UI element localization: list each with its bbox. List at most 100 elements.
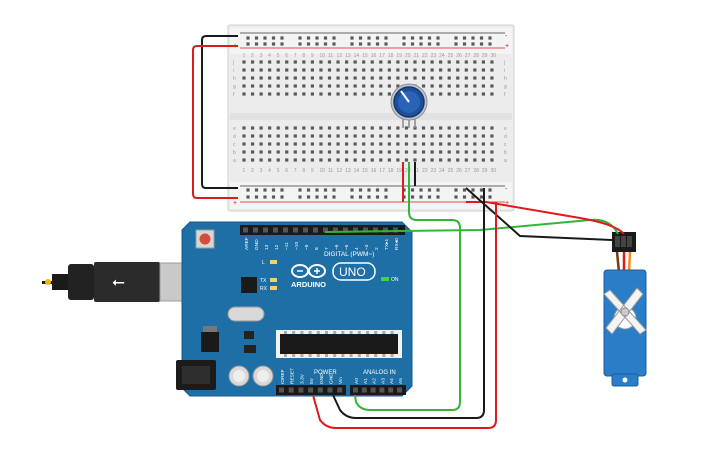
breadboard-hole[interactable] bbox=[439, 150, 443, 154]
breadboard-hole[interactable] bbox=[276, 142, 280, 146]
breadboard-hole[interactable] bbox=[404, 158, 409, 162]
breadboard-hole[interactable] bbox=[430, 84, 434, 88]
breadboard-hole[interactable] bbox=[250, 150, 255, 154]
breadboard-hole[interactable] bbox=[353, 92, 357, 96]
breadboard-hole[interactable] bbox=[464, 134, 468, 138]
breadboard-hole[interactable] bbox=[370, 76, 374, 80]
breadboard-hole[interactable] bbox=[268, 150, 272, 154]
rail-hole[interactable] bbox=[454, 195, 458, 199]
breadboard-hole[interactable] bbox=[447, 84, 451, 88]
breadboard-hole[interactable] bbox=[439, 158, 443, 162]
breadboard-hole[interactable] bbox=[336, 150, 340, 154]
rail-hole[interactable] bbox=[471, 188, 475, 192]
rail-hole[interactable] bbox=[332, 42, 336, 46]
breadboard-hole[interactable] bbox=[421, 68, 426, 72]
rail-hole[interactable] bbox=[436, 188, 440, 192]
breadboard-hole[interactable] bbox=[464, 60, 468, 64]
breadboard-hole[interactable] bbox=[362, 68, 366, 72]
breadboard-hole[interactable] bbox=[285, 68, 289, 72]
breadboard-hole[interactable] bbox=[345, 150, 349, 154]
header-pin[interactable] bbox=[298, 387, 304, 393]
breadboard-hole[interactable] bbox=[327, 84, 332, 88]
rail-hole[interactable] bbox=[454, 36, 458, 40]
rail-hole[interactable] bbox=[410, 42, 415, 46]
breadboard-hole[interactable] bbox=[404, 150, 409, 154]
rail-hole[interactable] bbox=[315, 36, 319, 40]
wire-black-rail-jumper[interactable] bbox=[201, 35, 238, 189]
breadboard-hole[interactable] bbox=[413, 134, 417, 138]
breadboard-hole[interactable] bbox=[439, 84, 443, 88]
rail-hole[interactable] bbox=[419, 188, 423, 192]
breadboard-hole[interactable] bbox=[473, 126, 477, 130]
breadboard-hole[interactable] bbox=[250, 134, 255, 138]
breadboard-hole[interactable] bbox=[421, 150, 426, 154]
breadboard-hole[interactable] bbox=[336, 60, 340, 64]
breadboard-hole[interactable] bbox=[430, 68, 434, 72]
breadboard-hole[interactable] bbox=[430, 92, 434, 96]
breadboard-hole[interactable] bbox=[276, 76, 280, 80]
breadboard-hole[interactable] bbox=[268, 68, 272, 72]
breadboard-hole[interactable] bbox=[327, 158, 332, 162]
breadboard-hole[interactable] bbox=[362, 76, 366, 80]
breadboard-hole[interactable] bbox=[362, 150, 366, 154]
breadboard-hole[interactable] bbox=[396, 84, 400, 88]
breadboard-hole[interactable] bbox=[447, 134, 451, 138]
breadboard-hole[interactable] bbox=[387, 142, 391, 146]
breadboard-hole[interactable] bbox=[353, 60, 357, 64]
breadboard-hole[interactable] bbox=[473, 84, 477, 88]
breadboard-hole[interactable] bbox=[353, 68, 357, 72]
rail-hole[interactable] bbox=[323, 42, 328, 46]
breadboard-hole[interactable] bbox=[362, 84, 366, 88]
breadboard-hole[interactable] bbox=[268, 76, 272, 80]
breadboard-hole[interactable] bbox=[370, 68, 374, 72]
rail-hole[interactable] bbox=[479, 188, 484, 192]
wire-red-rail-jumper[interactable] bbox=[192, 45, 238, 199]
rail-hole[interactable] bbox=[410, 195, 415, 199]
breadboard-hole[interactable] bbox=[250, 60, 255, 64]
breadboard-hole[interactable] bbox=[293, 150, 297, 154]
rail-hole[interactable] bbox=[332, 36, 336, 40]
rail-hole[interactable] bbox=[419, 195, 423, 199]
breadboard-hole[interactable] bbox=[268, 126, 272, 130]
breadboard-hole[interactable] bbox=[464, 126, 468, 130]
breadboard-hole[interactable] bbox=[293, 134, 297, 138]
breadboard-hole[interactable] bbox=[276, 158, 280, 162]
wire-red-rail-servo[interactable] bbox=[466, 201, 625, 235]
breadboard-hole[interactable] bbox=[310, 60, 314, 64]
rail-hole[interactable] bbox=[384, 36, 388, 40]
breadboard-hole[interactable] bbox=[362, 92, 366, 96]
breadboard-hole[interactable] bbox=[268, 134, 272, 138]
header-pin[interactable] bbox=[293, 227, 298, 233]
breadboard-hole[interactable] bbox=[464, 68, 468, 72]
breadboard-hole[interactable] bbox=[302, 84, 306, 88]
header-pin[interactable] bbox=[337, 387, 343, 393]
breadboard-hole[interactable] bbox=[370, 134, 374, 138]
breadboard-hole[interactable] bbox=[319, 60, 323, 64]
breadboard-hole[interactable] bbox=[259, 150, 263, 154]
breadboard-hole[interactable] bbox=[310, 134, 314, 138]
breadboard-hole[interactable] bbox=[387, 150, 391, 154]
breadboard-hole[interactable] bbox=[396, 126, 400, 130]
breadboard-hole[interactable] bbox=[345, 84, 349, 88]
breadboard-hole[interactable] bbox=[464, 84, 468, 88]
breadboard-hole[interactable] bbox=[379, 158, 383, 162]
breadboard-hole[interactable] bbox=[327, 142, 332, 146]
breadboard-hole[interactable] bbox=[353, 150, 357, 154]
rail-hole[interactable] bbox=[246, 36, 250, 40]
rail-hole[interactable] bbox=[280, 42, 284, 46]
breadboard-hole[interactable] bbox=[259, 68, 263, 72]
breadboard-hole[interactable] bbox=[481, 68, 485, 72]
rail-hole[interactable] bbox=[427, 195, 432, 199]
breadboard-hole[interactable] bbox=[473, 150, 477, 154]
header-pin[interactable] bbox=[373, 227, 378, 233]
breadboard-hole[interactable] bbox=[327, 134, 332, 138]
breadboard-hole[interactable] bbox=[404, 68, 409, 72]
breadboard-hole[interactable] bbox=[481, 126, 485, 130]
breadboard-hole[interactable] bbox=[336, 84, 340, 88]
breadboard-hole[interactable] bbox=[327, 92, 332, 96]
breadboard-hole[interactable] bbox=[345, 158, 349, 162]
rail-hole[interactable] bbox=[280, 195, 284, 199]
rail-hole[interactable] bbox=[479, 195, 484, 199]
breadboard-hole[interactable] bbox=[319, 158, 323, 162]
rail-hole[interactable] bbox=[350, 195, 354, 199]
